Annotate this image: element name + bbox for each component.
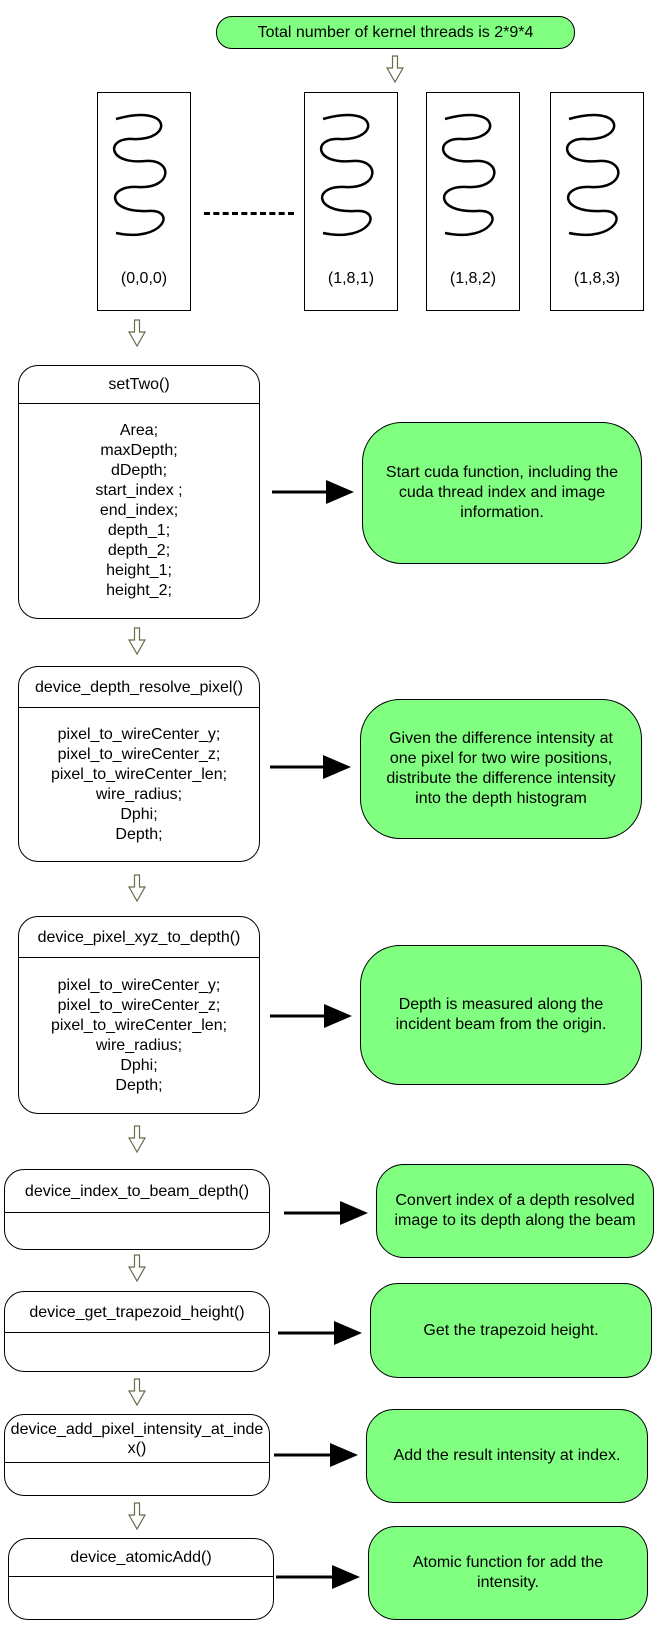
header-text: Total number of kernel threads is 2*9*4 (257, 23, 534, 41)
function-note: Add the result intensity at index. (366, 1409, 648, 1503)
function-box-device-pixel-xyz-to-depth: device_pixel_xyz_to_depth() pixel_to_wir… (18, 916, 260, 1114)
function-vars: pixel_to_wireCenter_y; pixel_to_wireCent… (19, 708, 259, 861)
var-item: Depth; (115, 825, 163, 843)
function-note: Atomic function for add the intensity. (368, 1526, 648, 1620)
right-arrow-icon (284, 1201, 368, 1225)
down-arrow-icon (128, 1254, 146, 1282)
function-box-device-index-to-beam-depth: device_index_to_beam_depth() (4, 1169, 270, 1250)
right-arrow-icon (272, 480, 354, 504)
right-arrow-icon (270, 1004, 352, 1028)
right-arrow-icon (276, 1565, 360, 1589)
function-note: Start cuda function, including the cuda … (362, 422, 642, 564)
thread-label: (1,8,3) (573, 270, 621, 287)
function-note: Convert index of a depth resolved image … (376, 1164, 654, 1258)
down-arrow-icon (128, 1502, 146, 1530)
var-item: depth_1; (107, 522, 171, 539)
function-name: device_add_pixel_intensity_at_index() (5, 1415, 269, 1463)
thread-squiggle-icon (442, 113, 496, 236)
down-arrow-icon (128, 1125, 146, 1153)
var-item: maxDepth; (100, 442, 178, 459)
right-arrow-icon (270, 755, 351, 779)
function-name-text: device_add_pixel_intensity_at_index() (10, 1420, 264, 1457)
function-vars: Area; maxDepth; dDepth; start_index ; en… (19, 404, 259, 618)
thread-squiggle-icon (320, 113, 374, 236)
var-item: dDepth; (110, 462, 168, 479)
var-item: wire_radius; (95, 1036, 183, 1054)
function-box-settwo: setTwo() Area; maxDepth; dDepth; start_i… (18, 365, 260, 619)
var-item: Area; (119, 422, 159, 439)
var-item: Dphi; (120, 1056, 158, 1074)
var-item: end_index; (99, 502, 179, 519)
var-item: pixel_to_wireCenter_z; (57, 745, 221, 763)
down-arrow-icon (128, 627, 146, 655)
thread-box: (1,8,3) (550, 92, 644, 311)
thread-label: (1,8,2) (449, 270, 497, 287)
function-box-device-get-trapezoid-height: device_get_trapezoid_height() (4, 1291, 270, 1372)
var-item: pixel_to_wireCenter_y; (57, 976, 221, 994)
var-item: pixel_to_wireCenter_z; (57, 996, 221, 1014)
function-name: setTwo() (19, 366, 259, 404)
thread-label: (0,0,0) (120, 270, 168, 287)
var-item: Depth; (115, 1076, 163, 1094)
function-box-device-atomicadd: device_atomicAdd() (8, 1538, 274, 1620)
var-item: pixel_to_wireCenter_len; (50, 765, 228, 783)
function-name: device_pixel_xyz_to_depth() (19, 917, 259, 958)
var-item: start_index ; (95, 482, 183, 499)
note-text: Given the difference intensity at one pi… (386, 730, 616, 807)
note-text: Get the trapezoid height. (423, 1321, 599, 1339)
note-text: Start cuda function, including the cuda … (385, 464, 619, 521)
thread-box: (1,8,2) (426, 92, 520, 311)
function-box-device-add-pixel-intensity-at-index: device_add_pixel_intensity_at_index() (4, 1414, 270, 1496)
function-box-device-depth-resolve-pixel: device_depth_resolve_pixel() pixel_to_wi… (18, 666, 260, 862)
thread-squiggle-icon (566, 113, 620, 236)
var-item: pixel_to_wireCenter_len; (50, 1016, 228, 1034)
right-arrow-icon (278, 1321, 362, 1345)
thread-box: (0,0,0) (97, 92, 191, 311)
down-arrow-icon (128, 319, 146, 347)
ellipsis-separator (204, 212, 294, 215)
note-text: Convert index of a depth resolved image … (394, 1192, 636, 1229)
thread-squiggle-icon (113, 113, 167, 236)
var-item: wire_radius; (95, 785, 183, 803)
var-item: pixel_to_wireCenter_y; (57, 725, 221, 743)
function-name: device_index_to_beam_depth() (5, 1170, 269, 1213)
var-item: depth_2; (107, 542, 171, 559)
thread-box: (1,8,1) (304, 92, 398, 311)
function-note: Given the difference intensity at one pi… (360, 699, 642, 839)
down-arrow-icon (128, 1378, 146, 1406)
kernel-threads-header: Total number of kernel threads is 2*9*4 (216, 16, 575, 49)
function-name: device_get_trapezoid_height() (5, 1292, 269, 1333)
right-arrow-icon (274, 1443, 358, 1467)
thread-label: (1,8,1) (327, 270, 375, 287)
note-text: Depth is measured along the incident bea… (395, 996, 607, 1033)
note-text: Add the result intensity at index. (393, 1447, 621, 1464)
function-name: device_depth_resolve_pixel() (19, 667, 259, 708)
function-note: Get the trapezoid height. (370, 1283, 652, 1378)
down-arrow-icon (386, 55, 404, 83)
function-name: device_atomicAdd() (9, 1539, 273, 1577)
var-item: Dphi; (120, 805, 158, 823)
function-vars: pixel_to_wireCenter_y; pixel_to_wireCent… (19, 958, 259, 1113)
function-note: Depth is measured along the incident bea… (360, 945, 642, 1085)
note-text: Atomic function for add the intensity. (412, 1554, 604, 1591)
var-item: height_1; (106, 562, 172, 579)
down-arrow-icon (128, 874, 146, 902)
var-item: height_2; (106, 582, 172, 599)
